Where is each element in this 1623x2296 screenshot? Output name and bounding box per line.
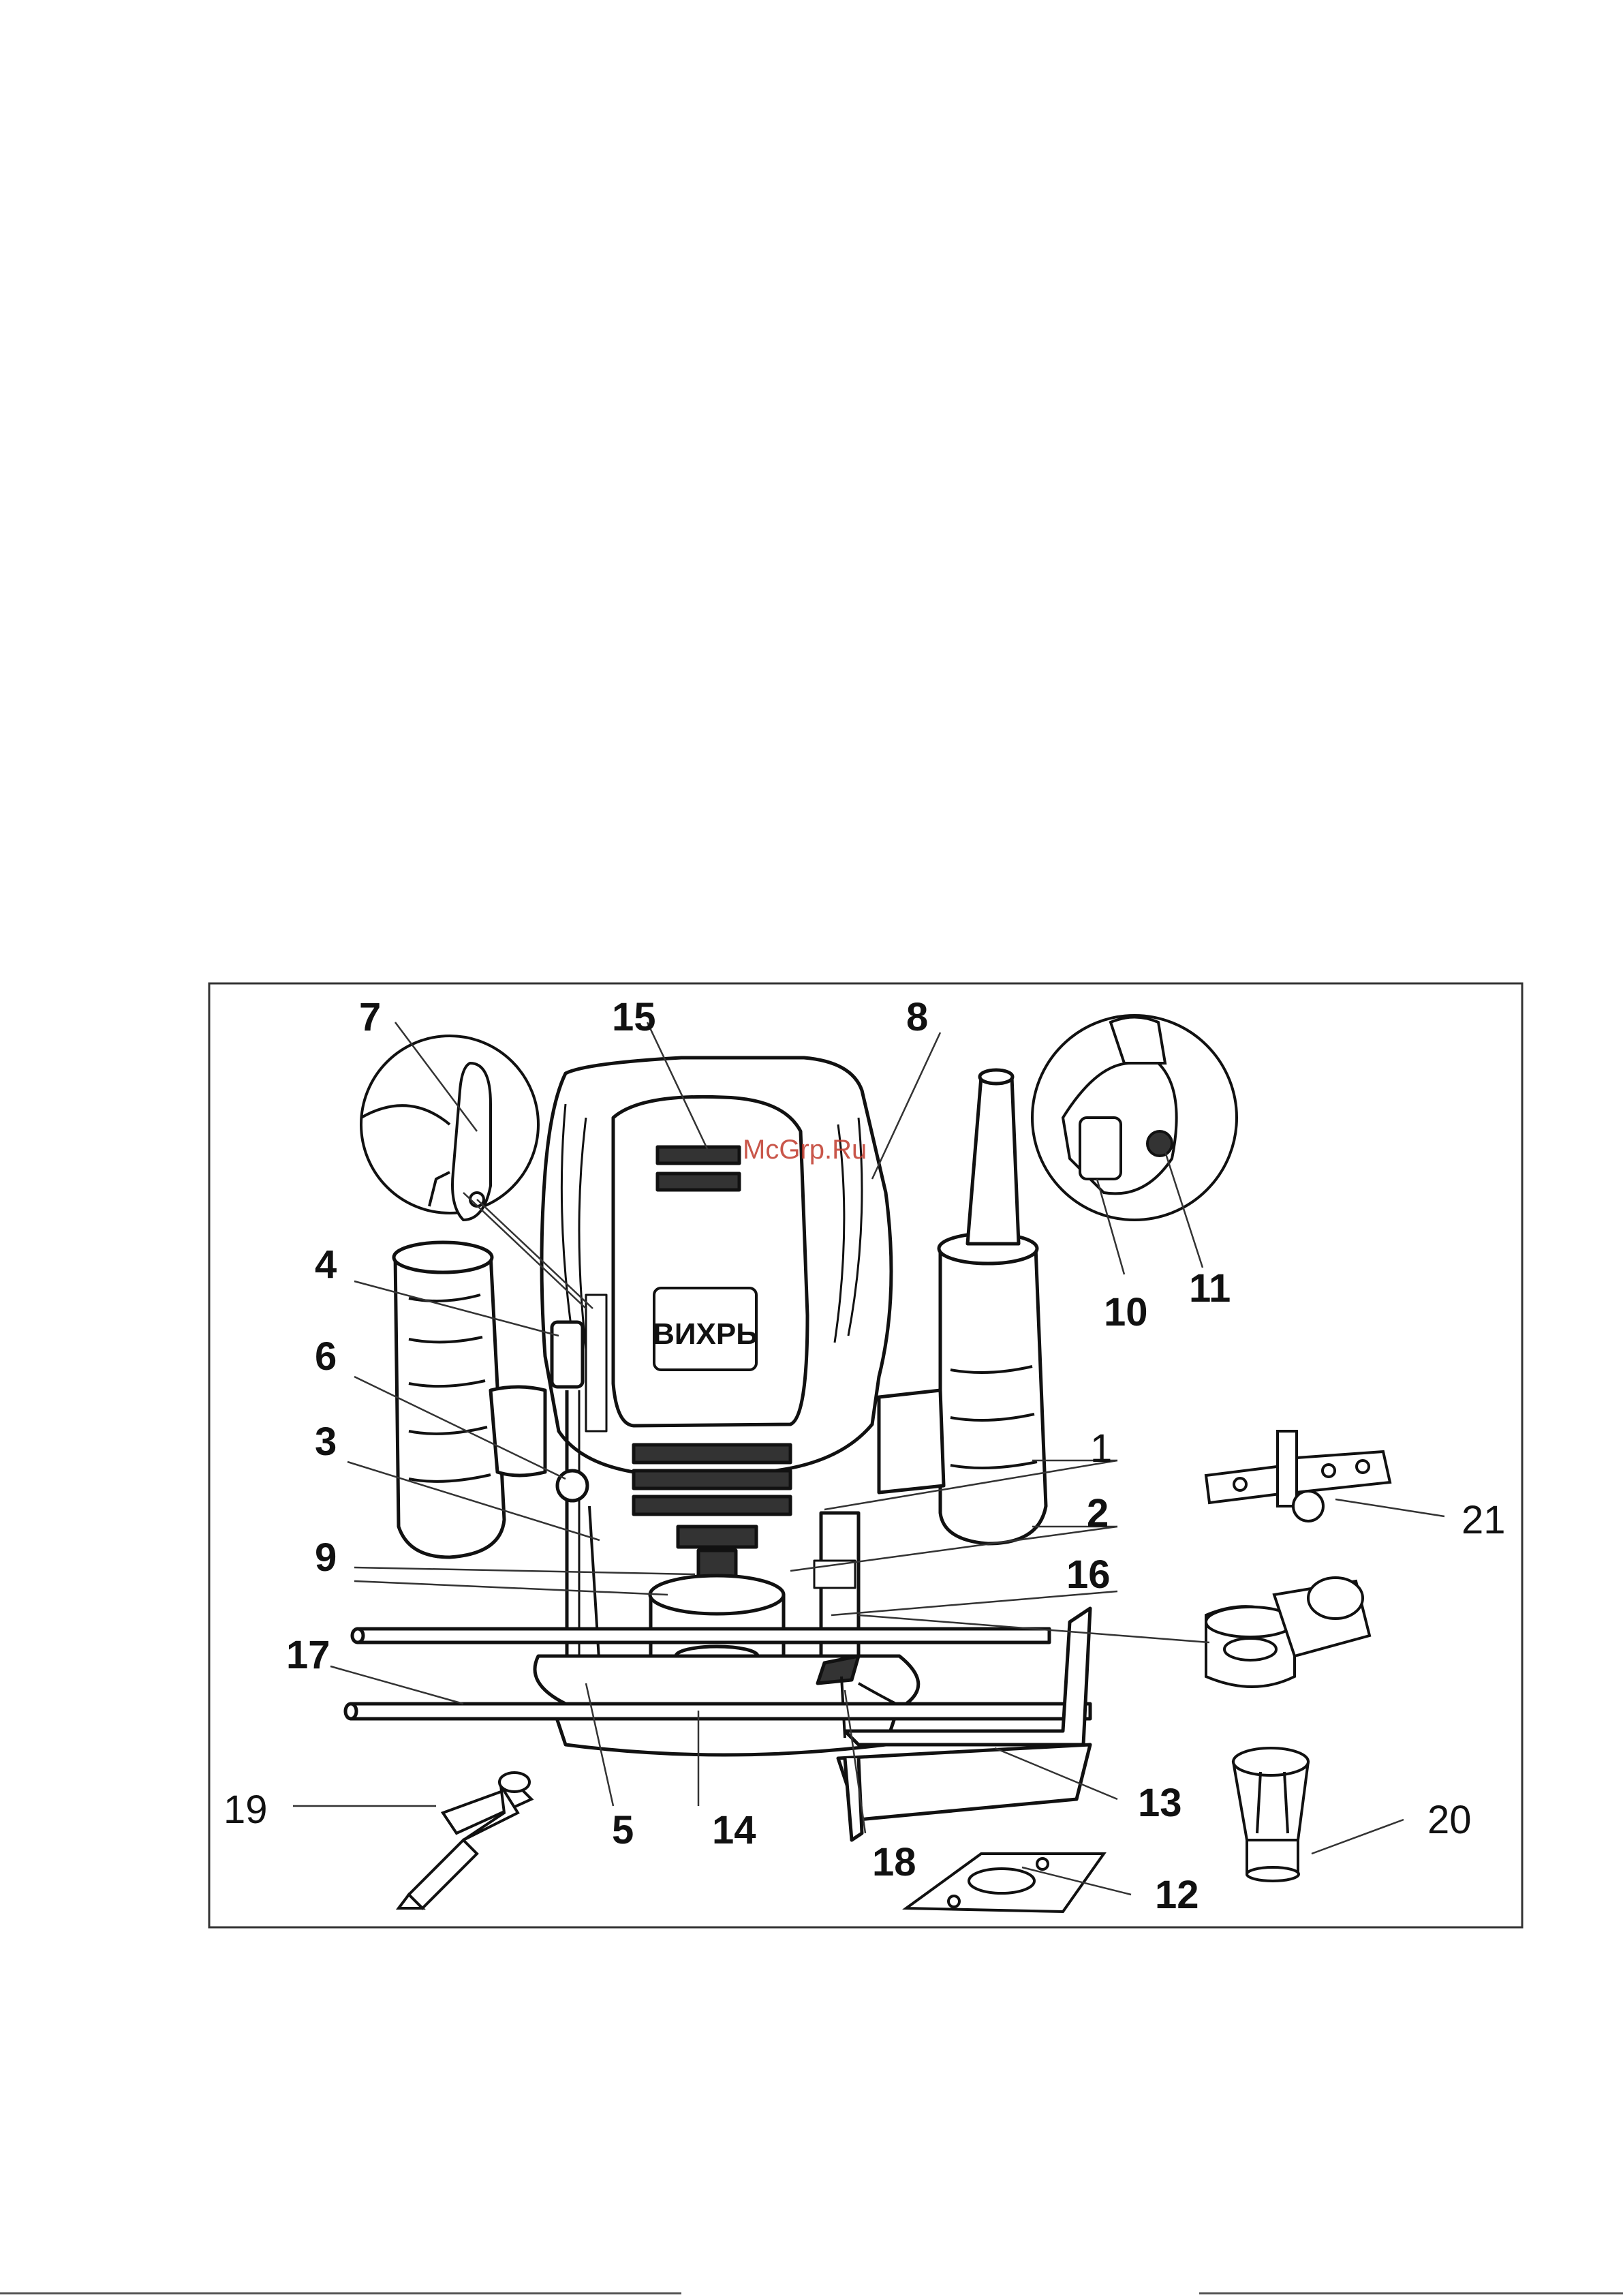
dust-port: [968, 1077, 1019, 1244]
lower-vent-2: [634, 1471, 790, 1488]
part-20-collet: [1233, 1748, 1308, 1881]
callout-12: 12: [1155, 1873, 1199, 1917]
motor-housing: [542, 1058, 891, 1475]
callout-4: 4: [315, 1242, 337, 1287]
callout-6: 6: [315, 1334, 337, 1379]
leader-21: [1335, 1499, 1444, 1516]
leader-11: [1165, 1152, 1203, 1268]
callout-5: 5: [612, 1808, 634, 1852]
callout-16: 16: [1066, 1552, 1111, 1597]
part-21-bracket: [1206, 1431, 1390, 1521]
callout-13: 13: [1138, 1781, 1182, 1825]
callout-10: 10: [1104, 1290, 1148, 1334]
callout-18: 18: [872, 1840, 916, 1884]
part-19-screw: [399, 1773, 531, 1908]
left-handle: [395, 1247, 504, 1557]
lock-button: [1147, 1131, 1172, 1156]
guide-rod-lower: [351, 1704, 1090, 1719]
callout-1: 1: [1090, 1426, 1112, 1471]
left-handle-neck: [491, 1387, 545, 1475]
detail-switch-10-11: [1032, 1015, 1237, 1220]
top-vent-2: [658, 1174, 739, 1190]
part-16-dust-adapter: [1206, 1578, 1370, 1687]
lower-vent-1: [634, 1445, 790, 1463]
leader-17: [330, 1666, 463, 1704]
right-column: [821, 1513, 859, 1670]
callout-17: 17: [286, 1633, 330, 1677]
leader-9: [354, 1567, 695, 1574]
base-plate: [535, 1656, 918, 1704]
depth-stop-knob: [552, 1322, 583, 1387]
leader-9b: [354, 1581, 668, 1595]
guide-rod-upper: [358, 1629, 1049, 1642]
callout-8: 8: [906, 995, 928, 1039]
callout-11: 11: [1189, 1266, 1231, 1311]
depth-lock-knob: [557, 1471, 587, 1501]
spindle-lock: [678, 1527, 756, 1547]
part-12-template-plate: [906, 1854, 1104, 1912]
callout-2: 2: [1087, 1491, 1109, 1535]
turret: [589, 1506, 600, 1670]
right-handle: [940, 1240, 1046, 1544]
callout-19: 19: [223, 1788, 268, 1832]
callout-14: 14: [712, 1808, 756, 1852]
watermark: McGrp.Ru: [743, 1135, 867, 1165]
callout-21: 21: [1462, 1498, 1506, 1542]
lower-vent-3: [634, 1497, 790, 1514]
callout-7: 7: [359, 995, 381, 1039]
callout-20: 20: [1427, 1798, 1472, 1842]
switch-button: [1080, 1118, 1121, 1179]
callout-3: 3: [315, 1420, 337, 1464]
callout-9: 9: [315, 1535, 337, 1580]
leader-20: [1312, 1820, 1404, 1854]
callout-15: 15: [612, 995, 656, 1039]
brand-label: ВИХРЬ: [653, 1317, 758, 1351]
left-handle-cap: [394, 1242, 492, 1272]
top-vent-1: [658, 1147, 739, 1163]
leader-8: [872, 1032, 940, 1179]
detail-lever-7: [361, 1036, 538, 1220]
right-handle-neck: [879, 1390, 944, 1493]
